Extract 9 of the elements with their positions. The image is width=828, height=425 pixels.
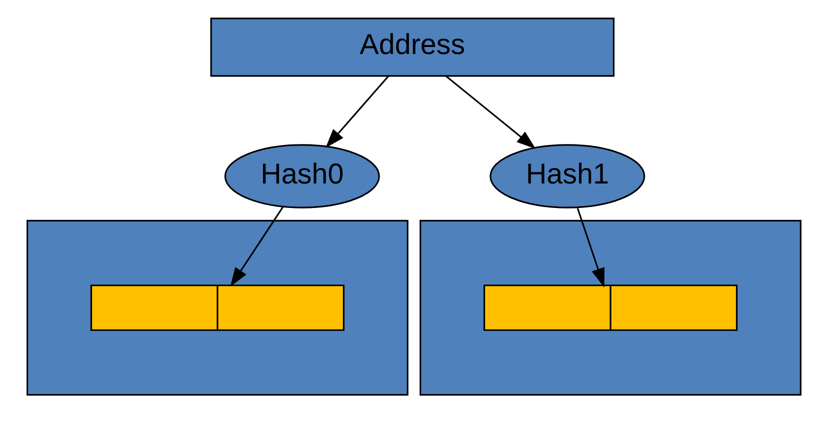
node-ellipse: Hash1 xyxy=(490,144,646,208)
cluster xyxy=(420,219,802,396)
arrow xyxy=(326,75,390,148)
cluster xyxy=(26,219,408,396)
arrow xyxy=(576,208,604,287)
node-box: Address xyxy=(210,17,615,76)
arrow xyxy=(230,206,284,286)
arrow xyxy=(446,74,536,148)
node-ellipse: Hash0 xyxy=(224,144,380,208)
